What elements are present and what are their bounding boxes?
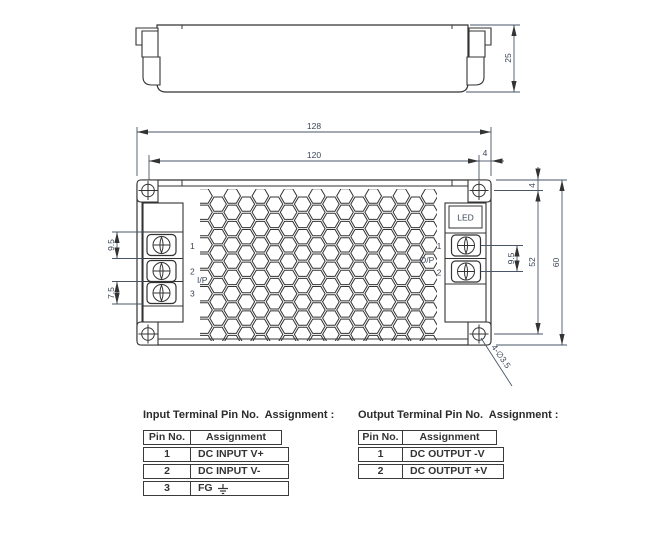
header-pin-no: Pin No. — [143, 430, 191, 445]
table-header-row: Pin No. Assignment — [358, 430, 558, 445]
input-terminal-block: 1 2 3 I/P — [142, 202, 208, 323]
assignment-cell: DC OUTPUT +V — [403, 464, 504, 479]
input-pin-1-label: 1 — [190, 241, 195, 251]
right-side-dimensions: 9.5 4 52 60 — [481, 167, 567, 346]
output-side-label: O/P — [420, 255, 435, 265]
dim-width-overall: 128 — [136, 121, 492, 176]
output-table-title: Output Terminal Pin No. Assignment : — [358, 409, 559, 421]
table-row: 1 DC INPUT V+ — [143, 447, 334, 462]
input-pin-2-label: 2 — [190, 267, 195, 277]
table-row: 1 DC OUTPUT -V — [358, 447, 558, 462]
header-assignment: Assignment — [191, 430, 282, 445]
input-terminal-section: Input Terminal Pin No. Assignment : Pin … — [143, 409, 334, 496]
dim-128: 128 — [307, 121, 321, 131]
dim-25: 25 — [503, 53, 513, 63]
dim-52: 52 — [527, 257, 537, 267]
chassis-outline — [136, 179, 492, 346]
top-view: 25 — [135, 24, 520, 93]
dim-120: 120 — [307, 150, 321, 160]
table-header-row: Pin No. Assignment — [143, 430, 334, 445]
led-box — [448, 205, 483, 229]
input-terminal-table: Pin No. Assignment 1 DC INPUT V+ 2 DC IN… — [143, 430, 334, 496]
output-terminal-table: Pin No. Assignment 1 DC OUTPUT -V 2 DC O… — [358, 430, 558, 479]
assignment-cell: FG — [191, 481, 289, 496]
dim-7.5-input: 7.5 — [106, 287, 116, 299]
input-pitch-dimensions: 9.5 7.5 — [106, 231, 143, 305]
pin-cell: 2 — [358, 464, 403, 479]
table-row: 2 DC OUTPUT +V — [358, 464, 558, 479]
output-pin-1-label: 1 — [437, 241, 442, 251]
dim-width-mounting: 4 120 — [148, 148, 504, 187]
input-table-title: Input Terminal Pin No. Assignment : — [143, 409, 335, 421]
fg-label: FG — [198, 482, 213, 494]
dim-9.5-output: 9.5 — [506, 252, 516, 264]
pin-cell: 1 — [143, 447, 191, 462]
earth-ground-icon — [217, 483, 228, 494]
assignment-cell: DC OUTPUT -V — [403, 447, 504, 462]
assignment-cell: DC INPUT V- — [191, 464, 289, 479]
pin-cell: 1 — [358, 447, 403, 462]
output-terminal-section: Output Terminal Pin No. Assignment : Pin… — [358, 409, 558, 479]
mounting-ears — [136, 179, 492, 346]
pin-cell: 2 — [143, 464, 191, 479]
pin-cell: 3 — [143, 481, 191, 496]
dim-9.5-input: 9.5 — [106, 239, 116, 251]
led-label: LED — [457, 213, 474, 223]
table-row: 3 FG — [143, 481, 334, 496]
dim-4-top: 4 — [483, 148, 488, 158]
header-assignment: Assignment — [403, 430, 497, 445]
output-pin-2-label: 2 — [437, 268, 442, 278]
vent-hex-pattern — [200, 189, 437, 341]
table-row: 2 DC INPUT V- — [143, 464, 334, 479]
output-terminal-block: LED 1 2 O/P — [420, 202, 487, 323]
input-side-label: I/P — [197, 275, 208, 285]
header-pin-no: Pin No. — [358, 430, 403, 445]
dim-4-right: 4 — [527, 183, 537, 188]
dim-60: 60 — [551, 258, 561, 268]
technical-drawing: 25 128 4 120 — [106, 24, 567, 387]
front-view: 128 4 120 — [106, 121, 567, 387]
input-pin-3-label: 3 — [190, 289, 195, 299]
assignment-cell: DC INPUT V+ — [191, 447, 289, 462]
top-view-dimension-25: 25 — [466, 24, 520, 93]
